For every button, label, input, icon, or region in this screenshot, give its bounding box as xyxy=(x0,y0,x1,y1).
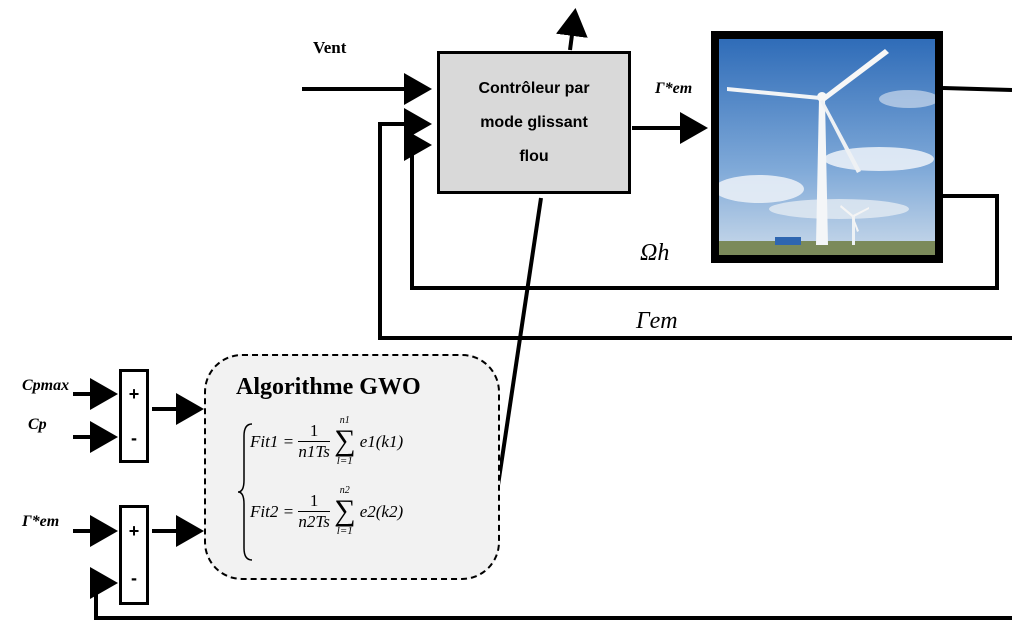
fitness-equation-2: Fit2 = 1 n2Ts n2 ∑ l=1 e2(k2) xyxy=(250,486,403,537)
eq1-sigma: ∑ xyxy=(334,424,356,457)
controller-line-1: Contrôleur par xyxy=(478,79,590,97)
fitness-equation-1: Fit1 = 1 n1Ts n1 ∑ l=1 e1(k1) xyxy=(250,416,403,467)
eq1-fraction: 1 n1Ts xyxy=(298,421,330,462)
eq1-sum-bottom: l=1 xyxy=(336,455,353,467)
eq2-lhs: Fit2 = xyxy=(250,501,295,521)
fuzzy-sliding-mode-controller: Contrôleur par mode glissant flou xyxy=(437,51,631,194)
eq2-sum-top: n2 xyxy=(339,485,350,496)
sum-block-1: + - xyxy=(119,369,149,463)
sum2-plus: + xyxy=(128,521,140,541)
eq1-term: e1(k1) xyxy=(359,431,404,451)
sum1-plus: + xyxy=(128,383,140,404)
gwo-title: Algorithme GWO xyxy=(236,374,421,400)
gamma-em-label: Γem xyxy=(636,308,678,334)
eq1-lhs: Fit1 = xyxy=(250,431,295,451)
wire-omega-feedback xyxy=(404,129,999,290)
eq2-sigma: ∑ xyxy=(334,494,356,527)
eq1-numerator: 1 xyxy=(298,421,330,442)
sum1-minus: - xyxy=(131,427,137,448)
wire-turbine-out xyxy=(942,86,1012,92)
gamma-ref-text: Γ*em xyxy=(655,80,693,97)
wire-gamma-em-bottom xyxy=(90,567,1012,620)
sum2-minus: - xyxy=(131,568,137,588)
omega-h-label: Ωh xyxy=(640,240,670,266)
wire-out-top xyxy=(556,8,588,51)
eq2-denominator: n2Ts xyxy=(298,512,330,531)
vent-label: Vent xyxy=(313,38,347,57)
eq1-sum-top: n1 xyxy=(339,415,350,426)
eq2-sum: n2 ∑ l=1 xyxy=(334,486,355,537)
eq1-denominator: n1Ts xyxy=(298,442,330,461)
eq2-fraction: 1 n2Ts xyxy=(298,491,330,532)
eq1-sum: n1 ∑ l=1 xyxy=(334,416,355,467)
gamma-ref-label: Γ*em xyxy=(655,80,692,98)
wire-gwo-to-controller xyxy=(495,197,543,493)
cpmax-label: Cpmax xyxy=(22,377,70,394)
gwo-algorithm-block: Algorithme GWO Fit1 = 1 n1Ts n1 ∑ l=1 e1… xyxy=(204,354,500,580)
gamma-ref-input-label: Γ*em xyxy=(22,513,60,530)
wire-gamma-feedback xyxy=(378,108,1012,340)
controller-line-2: mode glissant xyxy=(480,113,588,131)
sum-block-2: + - xyxy=(119,505,149,605)
wind-turbine-photo xyxy=(711,31,943,263)
controller-line-3: flou xyxy=(519,147,549,165)
eq2-numerator: 1 xyxy=(298,491,330,512)
cp-label: Cp xyxy=(28,416,47,433)
left-brace xyxy=(237,423,253,561)
wind-turbine-image xyxy=(714,39,939,255)
eq2-term: e2(k2) xyxy=(359,501,404,521)
eq2-sum-bottom: l=1 xyxy=(336,525,353,537)
